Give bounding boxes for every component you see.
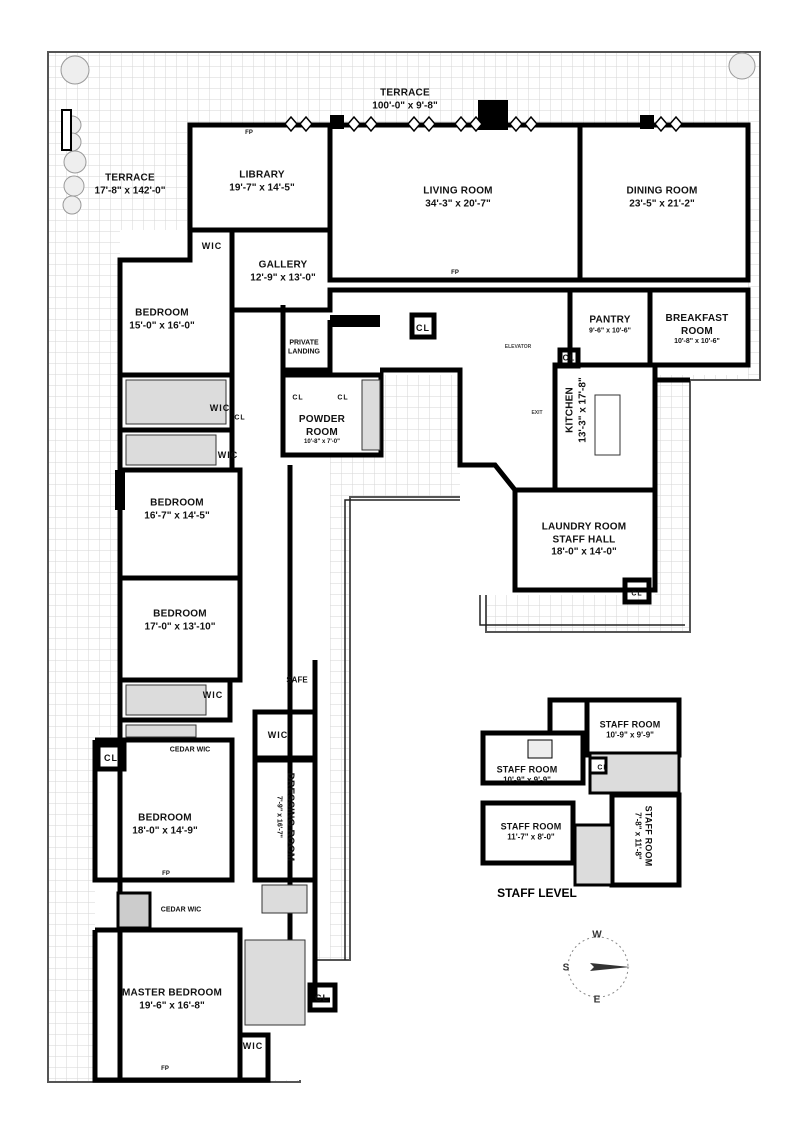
wic-label: WIC <box>201 241 223 251</box>
wic-label: WIC <box>217 450 239 460</box>
cl-label: CL <box>315 993 329 1003</box>
planter <box>61 109 72 151</box>
window-marks <box>284 115 683 133</box>
fireplace-label: FP <box>162 871 170 877</box>
cl-label: CL <box>631 590 643 598</box>
wic-label: WIC <box>242 1041 264 1051</box>
exit-label: EXIT <box>531 410 543 416</box>
cl-label: CL <box>337 394 349 402</box>
compass-west: W <box>592 929 602 941</box>
cl-label: CL <box>597 764 609 772</box>
wic-label: WIC <box>209 403 231 413</box>
cedar-wic-label: CEDAR WIC <box>169 746 211 754</box>
cl-label: CL <box>416 323 430 333</box>
wall-piers <box>115 100 654 510</box>
cl-label: CL <box>104 753 118 763</box>
compass-icon <box>567 936 630 998</box>
cl-label: CL <box>234 414 246 422</box>
fireplace-label: FP <box>161 1066 169 1072</box>
compass-south: S <box>562 962 570 974</box>
safe-label: SAFE <box>286 675 308 685</box>
fireplace-label: FP <box>245 130 253 136</box>
cedar-wic-label: CEDAR WIC <box>160 906 202 914</box>
wic-label: WIC <box>202 690 224 700</box>
cl-label: CL <box>292 394 304 402</box>
staff-level-title: STAFF LEVEL <box>497 886 577 900</box>
cl-label: CL <box>562 353 576 363</box>
wic-label: WIC <box>267 730 289 740</box>
staff-level-plan <box>480 697 682 888</box>
fireplace-label: FP <box>451 270 459 276</box>
walls <box>92 122 751 1083</box>
compass-east: E <box>593 994 601 1006</box>
bath-fixtures <box>125 379 621 1026</box>
elevator-label: ELEVATOR <box>504 344 532 350</box>
